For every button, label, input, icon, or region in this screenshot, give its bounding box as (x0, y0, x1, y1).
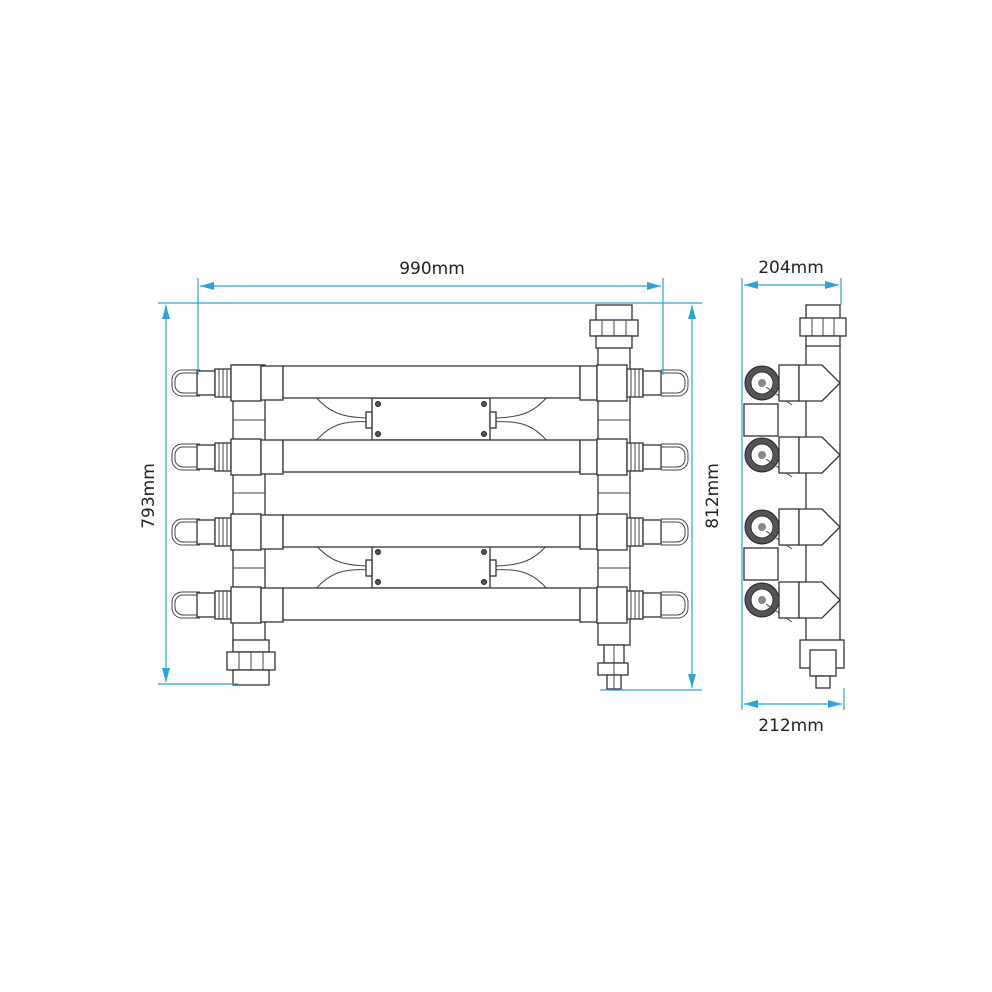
overall-width-label: 990mm (399, 259, 465, 279)
junction-box-lower (314, 543, 549, 591)
left-height-label: 793mm (139, 463, 159, 529)
front-view (171, 304, 689, 690)
dimension-lines (158, 278, 845, 710)
side-top-width-label: 204mm (758, 258, 824, 278)
side-view (743, 304, 847, 689)
drain-fitting (597, 644, 629, 690)
uv-lamp-tube-1 (171, 364, 689, 402)
uv-lamp-tube-4 (171, 586, 689, 624)
bottom-union-fitting (226, 639, 276, 686)
top-union-fitting (589, 304, 639, 349)
junction-box-upper (314, 395, 549, 443)
uv-lamp-tube-3 (171, 513, 689, 551)
side-bottom-width-label: 212mm (758, 716, 824, 736)
right-height-label: 812mm (703, 463, 723, 529)
uv-lamp-tube-2 (171, 438, 689, 476)
